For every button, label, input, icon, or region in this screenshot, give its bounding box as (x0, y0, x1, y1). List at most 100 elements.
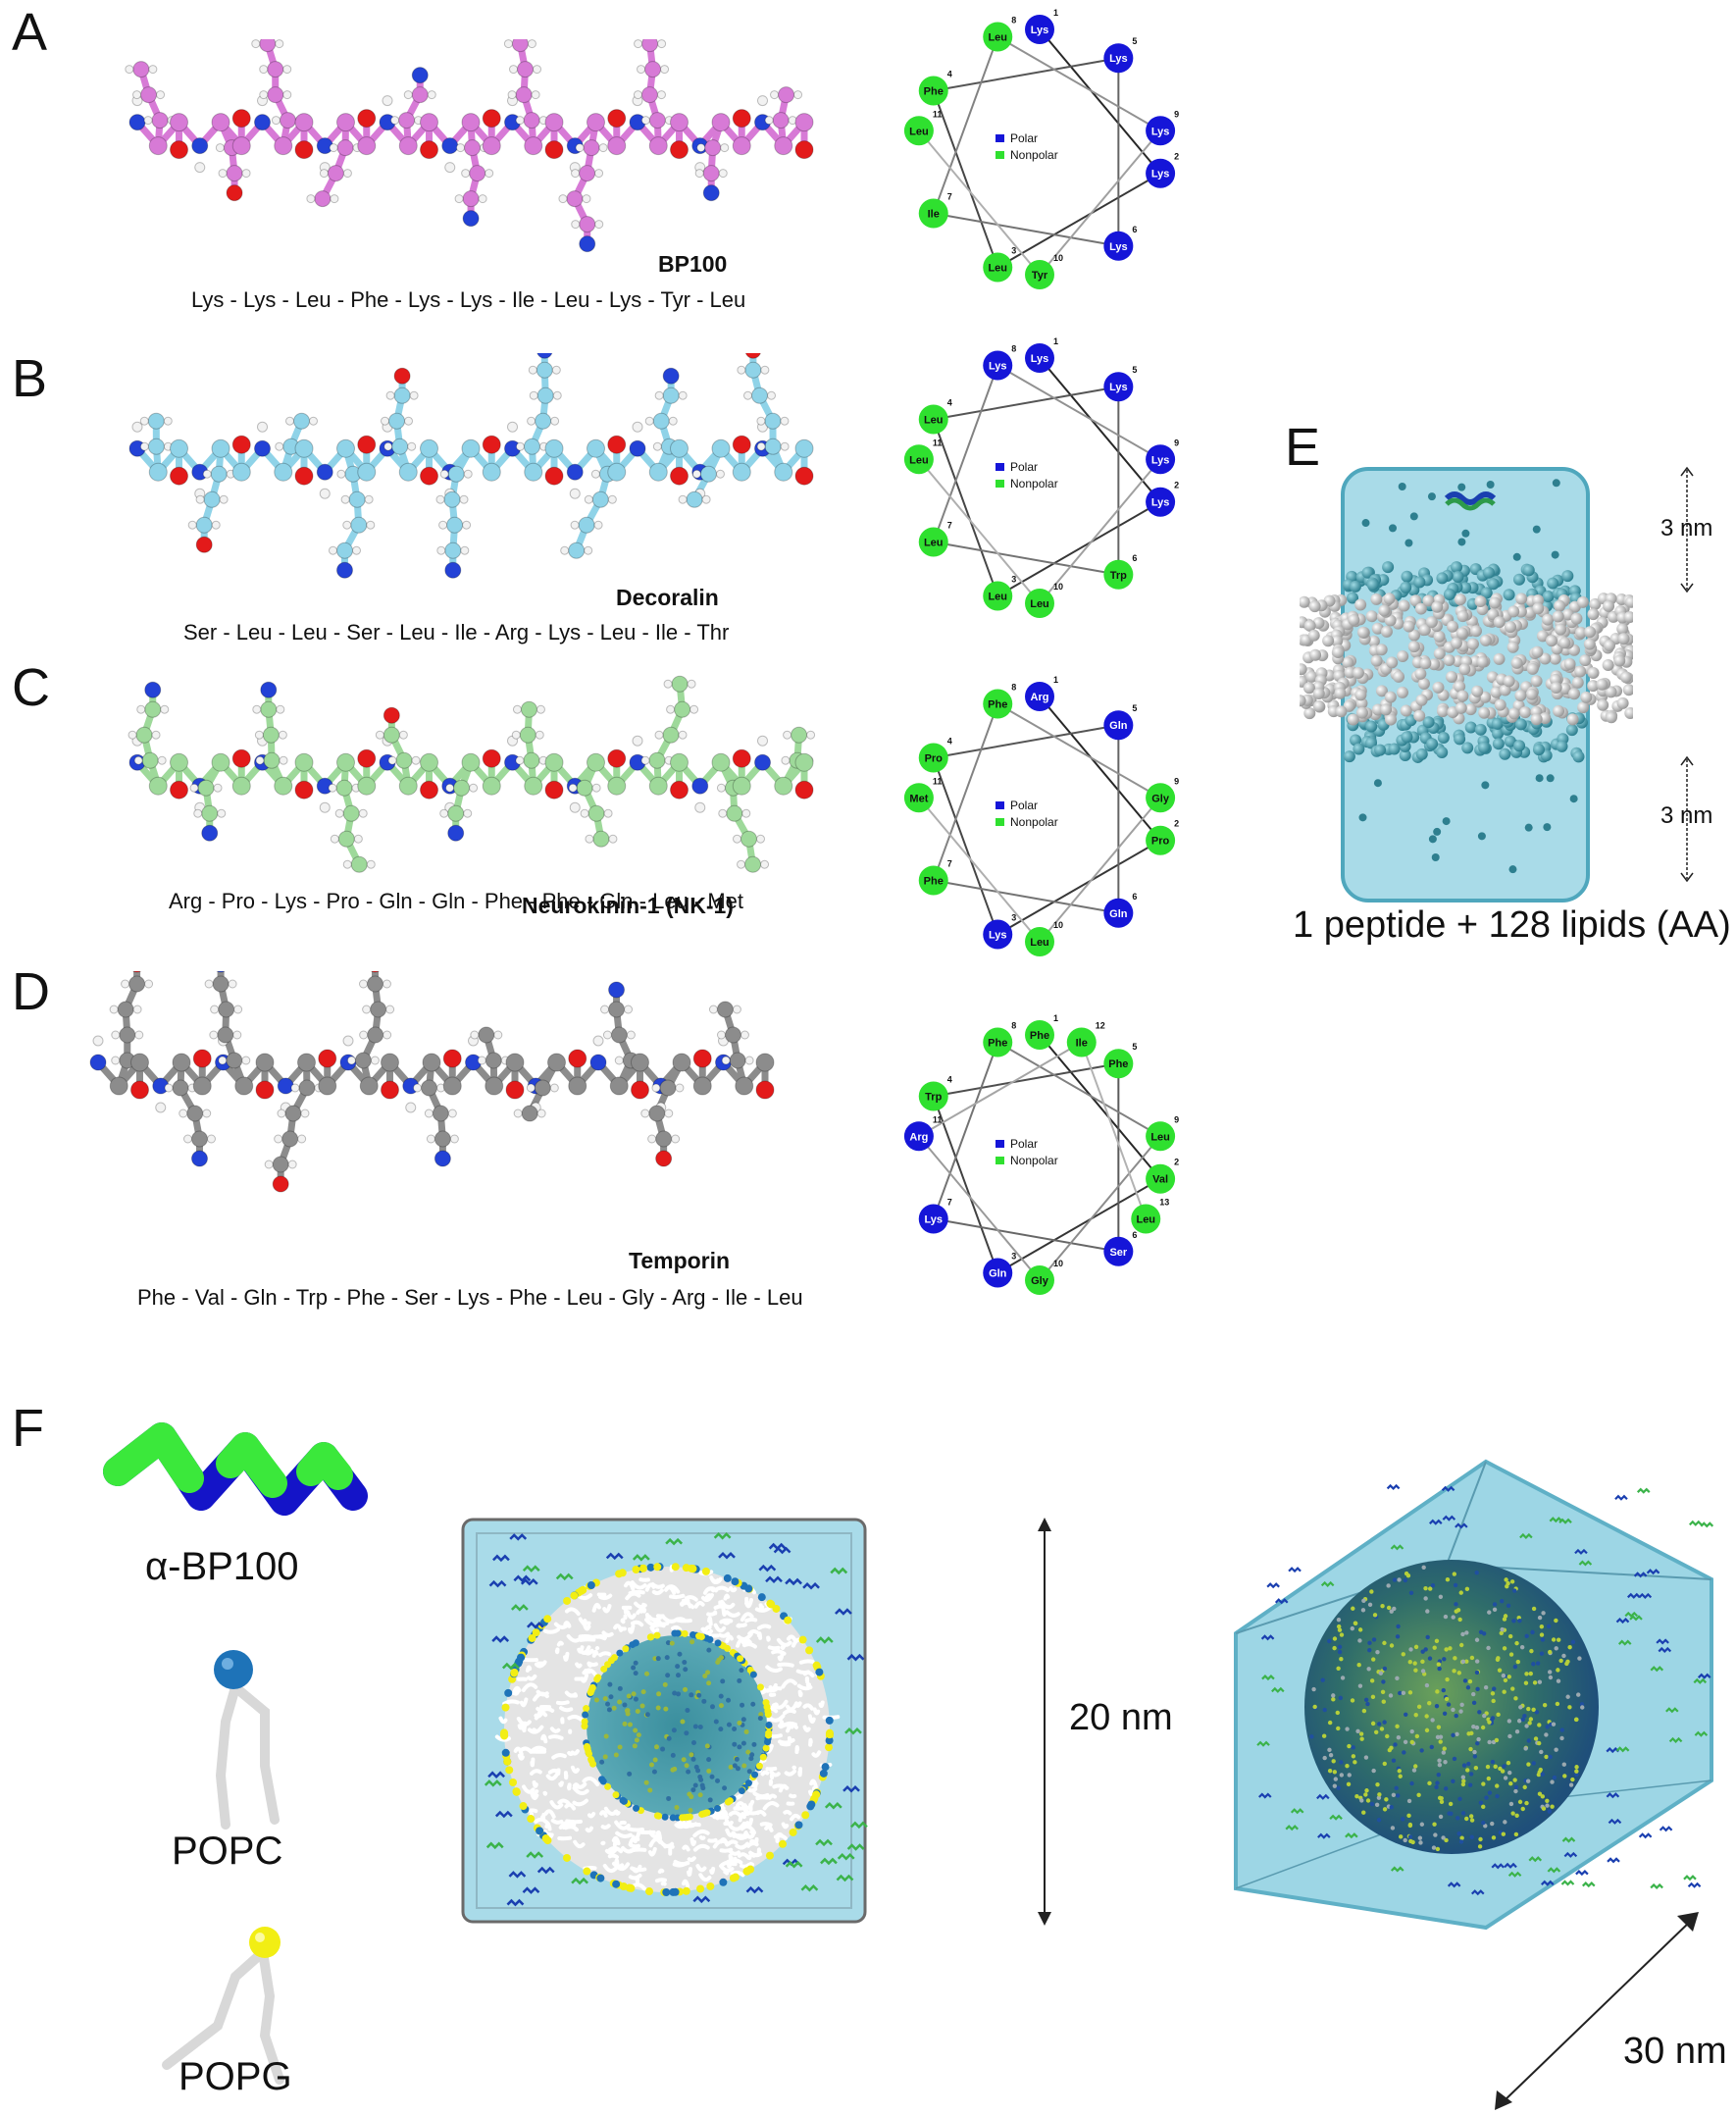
wheel-residue-label: Met (909, 793, 928, 804)
wheel-residue-number: 10 (1053, 253, 1063, 263)
legend-nonpolar-swatch (996, 151, 1004, 159)
alpha-bp100-label: α-BP100 (145, 1545, 299, 1588)
wheel-residue-label: Leu (924, 415, 944, 427)
wheel-residue-label: Leu (988, 262, 1007, 274)
legend-polar-label: Polar (1010, 460, 1038, 474)
wheel-residue-number: 5 (1132, 703, 1137, 713)
wheel-residue-number: 9 (1174, 1114, 1179, 1124)
wheel-residue: Tyr 10 (1025, 253, 1063, 289)
dimension-arrow-bottom (1680, 755, 1694, 883)
wheel-residue-label: Phe (1030, 1030, 1049, 1042)
wheel-residue: Lys 9 (1146, 438, 1179, 475)
wheel-residue-label: Leu (988, 32, 1007, 44)
wheel-residue-label: Lys (1109, 53, 1128, 65)
wheel-residue-number: 1 (1053, 8, 1058, 18)
popc-lipid-icon (214, 1650, 280, 1830)
wheel-residue-label: Lys (1151, 169, 1170, 180)
legend-nonpolar-label: Nonpolar (1010, 148, 1058, 162)
wheel-residue-number: 5 (1132, 36, 1137, 46)
vesicle-cross-section (461, 1518, 868, 1924)
wheel-residue-label: Gln (1109, 720, 1128, 732)
wheel-residue-number: 7 (947, 192, 952, 202)
wheel-residue-label: Gln (1109, 908, 1128, 920)
legend-nonpolar-swatch (996, 1157, 1004, 1164)
peptide-name-temporin: Temporin (629, 1248, 731, 1273)
wheel-residue-number: 5 (1132, 365, 1137, 375)
dimension-label-bottom: 3 nm (1660, 802, 1713, 829)
wheel-residue-label: Lys (1151, 454, 1170, 466)
wheel-residue-label: Ile (1076, 1038, 1088, 1050)
wheel-residue-number: 8 (1011, 1021, 1016, 1031)
legend-nonpolar-swatch (996, 818, 1004, 826)
wheel-residue-number: 9 (1174, 776, 1179, 786)
peptide-name-nk1: Neurokinin-1 (NK-1) (522, 893, 734, 918)
wheel-residue-label: Leu (1136, 1214, 1155, 1226)
wheel-residue-number: 11 (933, 1114, 943, 1124)
wheel-residue-number: 5 (1132, 1042, 1137, 1052)
peptide-name-decoralin: Decoralin (616, 585, 719, 610)
wheel-residue: Met 11 (903, 776, 943, 813)
wheel-residue-number: 2 (1174, 819, 1179, 829)
wheel-residue: Lys 1 (1025, 8, 1058, 44)
wheel-residue-number: 3 (1011, 245, 1016, 255)
wheel-residue-number: 7 (947, 1198, 952, 1208)
wheel-residue-number: 6 (1132, 553, 1137, 563)
sequence-temporin: Phe - Val - Gln - Trp - Phe - Ser - Lys … (137, 1285, 803, 1310)
legend-polar-swatch (996, 134, 1004, 142)
wheel-residue-label: Lys (1031, 353, 1049, 365)
dimension-arrow-20nm (1038, 1518, 1051, 1926)
wheel-residue-label: Lys (1031, 25, 1049, 36)
wheel-residue-label: Leu (1030, 598, 1049, 610)
dimension-label-top: 3 nm (1660, 515, 1713, 541)
dimension-arrow-30nm (1495, 1912, 1699, 2110)
wheel-residue-label: Gly (1031, 1275, 1049, 1287)
molecule-bp100 (125, 39, 814, 253)
wheel-residue-number: 1 (1053, 336, 1058, 346)
wheel-residue-label: Lys (1151, 126, 1170, 137)
helical-wheel-nk1: Arg1Pro2Lys3Pro4Gln5Gln6Phe7Phe8Gly9Leu1… (903, 675, 1179, 956)
wheel-residue: Lys 9 (1146, 109, 1179, 146)
dimension-label-30nm: 30 nm (1623, 2031, 1727, 2072)
wheel-residue-label: Pro (925, 753, 944, 765)
wheel-residue-number: 9 (1174, 109, 1179, 119)
molecule-nk1 (128, 675, 816, 873)
wheel-residue-number: 4 (947, 1075, 952, 1085)
wheel-residue-label: Leu (988, 591, 1007, 602)
panel-letter-a: A (12, 3, 48, 62)
wheel-residue-number: 8 (1011, 16, 1016, 26)
wheel-residue-label: Trp (925, 1092, 942, 1104)
wheel-residue: Leu 3 (983, 245, 1016, 283)
wheel-residue-number: 11 (933, 109, 943, 119)
legend-polar-swatch (996, 463, 1004, 471)
sequence-bp100: Lys - Lys - Leu - Phe - Lys - Lys - Ile … (191, 287, 746, 312)
wheel-residue-number: 9 (1174, 438, 1179, 447)
wheel-residue-label: Lys (1109, 241, 1128, 253)
wheel-residue: Trp 4 (918, 1075, 952, 1111)
wheel-residue-label: Ile (928, 209, 940, 221)
wheel-residue-number: 3 (1011, 1251, 1016, 1261)
dimension-arrow-top (1680, 466, 1694, 593)
wheel-residue: Ile 7 (918, 192, 952, 229)
legend-nonpolar-label: Nonpolar (1010, 477, 1058, 490)
bilayer-simulation-box (1300, 467, 1633, 902)
wheel-residue-number: 11 (933, 776, 943, 786)
wheel-residue-label: Tyr (1032, 270, 1048, 282)
wheel-residue-label: Arg (909, 1131, 928, 1143)
wheel-residue-label: Phe (988, 1038, 1007, 1050)
wheel-residue-label: Lys (989, 929, 1007, 941)
